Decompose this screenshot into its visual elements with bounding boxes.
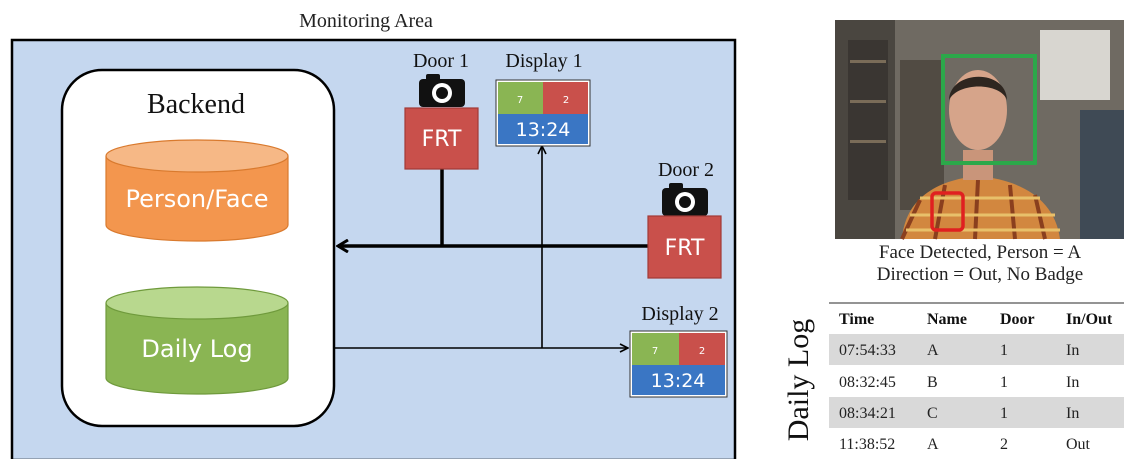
door1-label: Door 1 [413,50,469,72]
log-header-door: Door [1000,311,1035,328]
log-header-inout: In/Out [1066,311,1113,328]
backend-title: Backend [147,89,245,120]
log-cell-time: 11:38:52 [839,436,895,453]
door1-camera-icon [419,74,465,107]
badge-detection-box [930,191,965,232]
log-cell-name: A [927,342,939,359]
display2-red-value: 2 [699,346,705,357]
display1-green-value: 7 [517,95,523,106]
log-cell-name: B [927,374,938,391]
door2-frt-label: FRT [665,236,705,261]
log-cell-time: 08:32:45 [839,374,896,391]
detection-line2: Direction = Out, No Badge [877,264,1083,285]
daily-log-table: Time Name Door In/Out 07:54:33 A 1 In 08… [829,302,1124,453]
log-row: 11:38:52 A 2 Out [839,436,1091,453]
door2-label: Door 2 [658,159,714,181]
area-title: Monitoring Area [299,10,433,32]
display2-green-value: 7 [652,346,658,357]
daily-log-db-label: Daily Log [141,335,252,363]
log-cell-door: 2 [1000,436,1008,453]
log-cell-inout: In [1066,374,1079,391]
door2-frt-box [647,215,722,279]
display1: 7 2 13:24 [495,79,591,147]
face-detection-box [941,54,1037,165]
log-cell-inout: In [1066,405,1079,422]
detection-line1: Face Detected, Person = A [879,242,1082,263]
display1-time: 13:24 [516,119,571,141]
log-header-time: Time [839,311,874,328]
log-row: 08:32:45 B 1 In [839,374,1079,391]
display2-time: 13:24 [651,370,706,392]
log-cell-door: 1 [1000,374,1008,391]
display2-label: Display 2 [641,303,718,325]
display1-label: Display 1 [505,50,582,72]
log-cell-name: C [927,405,938,422]
log-row: 07:54:33 A 1 In [839,342,1079,359]
person-face-database: Person/Face [105,139,289,242]
door2-camera-icon [662,183,708,216]
daily-log-database: Daily Log [105,286,289,395]
log-header-name: Name [927,311,967,328]
display2: 7 2 13:24 [629,330,728,398]
person-face-label: Person/Face [125,185,268,213]
log-cell-time: 07:54:33 [839,342,896,359]
door1-frt-box [404,107,479,170]
door1-frt-label: FRT [422,127,462,152]
log-cell-name: A [927,436,939,453]
camera-snapshot [835,20,1124,240]
log-cell-inout: In [1066,342,1079,359]
log-cell-inout: Out [1066,436,1091,453]
log-cell-door: 1 [1000,342,1008,359]
log-cell-door: 1 [1000,405,1008,422]
daily-log-side-label: Daily Log [782,319,815,441]
display1-red-value: 2 [563,95,569,106]
log-row: 08:34:21 C 1 In [839,405,1079,422]
log-cell-time: 08:34:21 [839,405,896,422]
